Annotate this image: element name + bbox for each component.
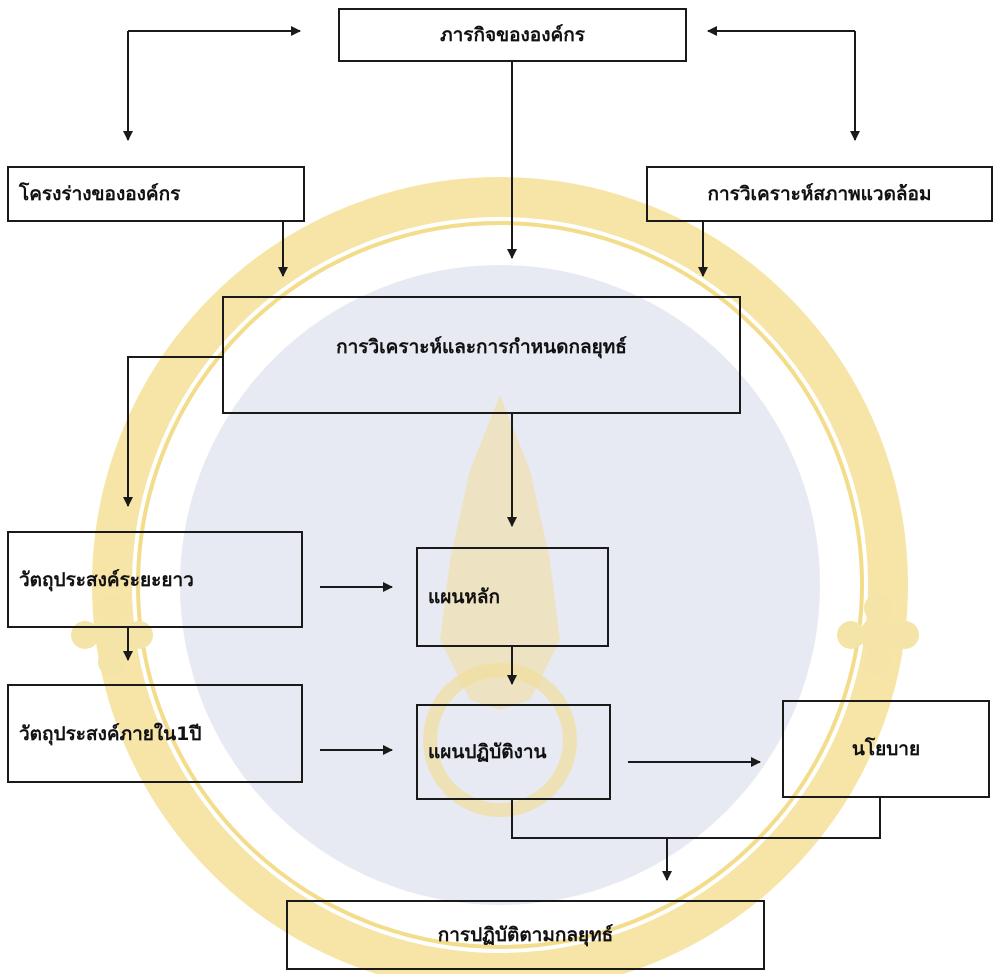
merge-line <box>511 798 881 839</box>
structure-box: โครงร่างขององค์กร <box>7 166 305 222</box>
action-plan-box: แผนปฏิบัติงาน <box>416 704 611 800</box>
analysis-box: การวิเคราะห์และการกำหนดกลยุทธ์ <box>222 296 741 414</box>
mission-box: ภารกิจขององค์กร <box>338 8 687 62</box>
environment-box: การวิเคราะห์สภาพแวดล้อม <box>646 166 993 222</box>
master-plan-box: แผนหลัก <box>416 547 609 647</box>
connectors <box>123 26 881 881</box>
flower-ornament-left <box>71 594 153 676</box>
policy-box: นโยบาย <box>782 700 990 798</box>
implementation-box: การปฏิบัติตามกลยุทธ์ <box>286 900 765 970</box>
university-seal-watermark <box>71 177 919 974</box>
long-term-objectives-box: วัตถุประสงค์ระยะยาว <box>7 531 303 628</box>
one-year-objectives-box: วัตถุประสงค์ภายใน1ปี <box>7 684 303 783</box>
flower-ornament-right <box>837 594 919 676</box>
arrow-analysis-to-long-term <box>123 356 222 507</box>
